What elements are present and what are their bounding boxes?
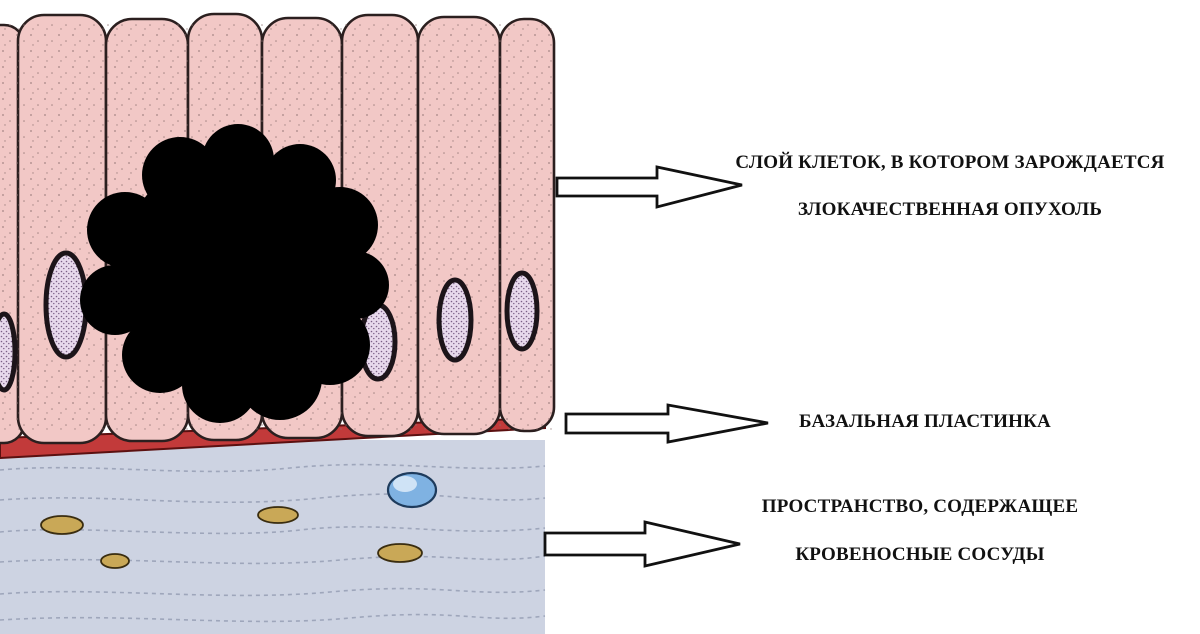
fibroblast-nucleus	[40, 515, 84, 535]
tumor-mass	[80, 124, 389, 423]
label-tumor-layer-line-2: ЗЛОКАЧЕСТВЕННАЯ ОПУХОЛЬ	[797, 199, 1103, 220]
cell-nucleus	[436, 277, 474, 363]
fibroblast-nucleus	[377, 543, 423, 563]
arrow-vessel-space	[543, 520, 741, 568]
label-vessel-space: ПРОСТРАНСТВО, СОДЕРЖАЩЕЕ КРОВЕНОСНЫЕ СОС…	[700, 483, 1140, 579]
label-basal-lamina: БАЗАЛЬНАЯ ПЛАСТИНКА	[760, 398, 1090, 446]
label-vessel-space-line-2: КРОВЕНОСНЫЕ СОСУДЫ	[795, 544, 1045, 565]
cell-nucleus	[0, 311, 18, 393]
label-vessel-space-line-1: ПРОСТРАНСТВО, СОДЕРЖАЩЕЕ	[761, 496, 1079, 517]
cell-nuclei	[0, 250, 540, 393]
blood-vessel	[386, 471, 438, 509]
label-tumor-layer-line-1: СЛОЙ КЛЕТОК, В КОТОРОМ ЗАРОЖДАЕТСЯ	[735, 152, 1165, 173]
fibroblast-nucleus	[100, 553, 130, 569]
fibroblast-nucleus	[257, 506, 299, 524]
arrow-tumor-layer	[555, 165, 743, 209]
cell-nucleus	[504, 270, 540, 352]
label-tumor-layer: СЛОЙ КЛЕТОК, В КОТОРОМ ЗАРОЖДАЕТСЯ ЗЛОКА…	[700, 139, 1200, 233]
arrow-basal-lamina	[564, 403, 769, 444]
label-basal-lamina-line-1: БАЗАЛЬНАЯ ПЛАСТИНКА	[799, 411, 1051, 432]
connective-fibers	[0, 463, 546, 623]
connective-tissue-layer	[0, 440, 545, 634]
cell-nucleus	[43, 250, 89, 360]
